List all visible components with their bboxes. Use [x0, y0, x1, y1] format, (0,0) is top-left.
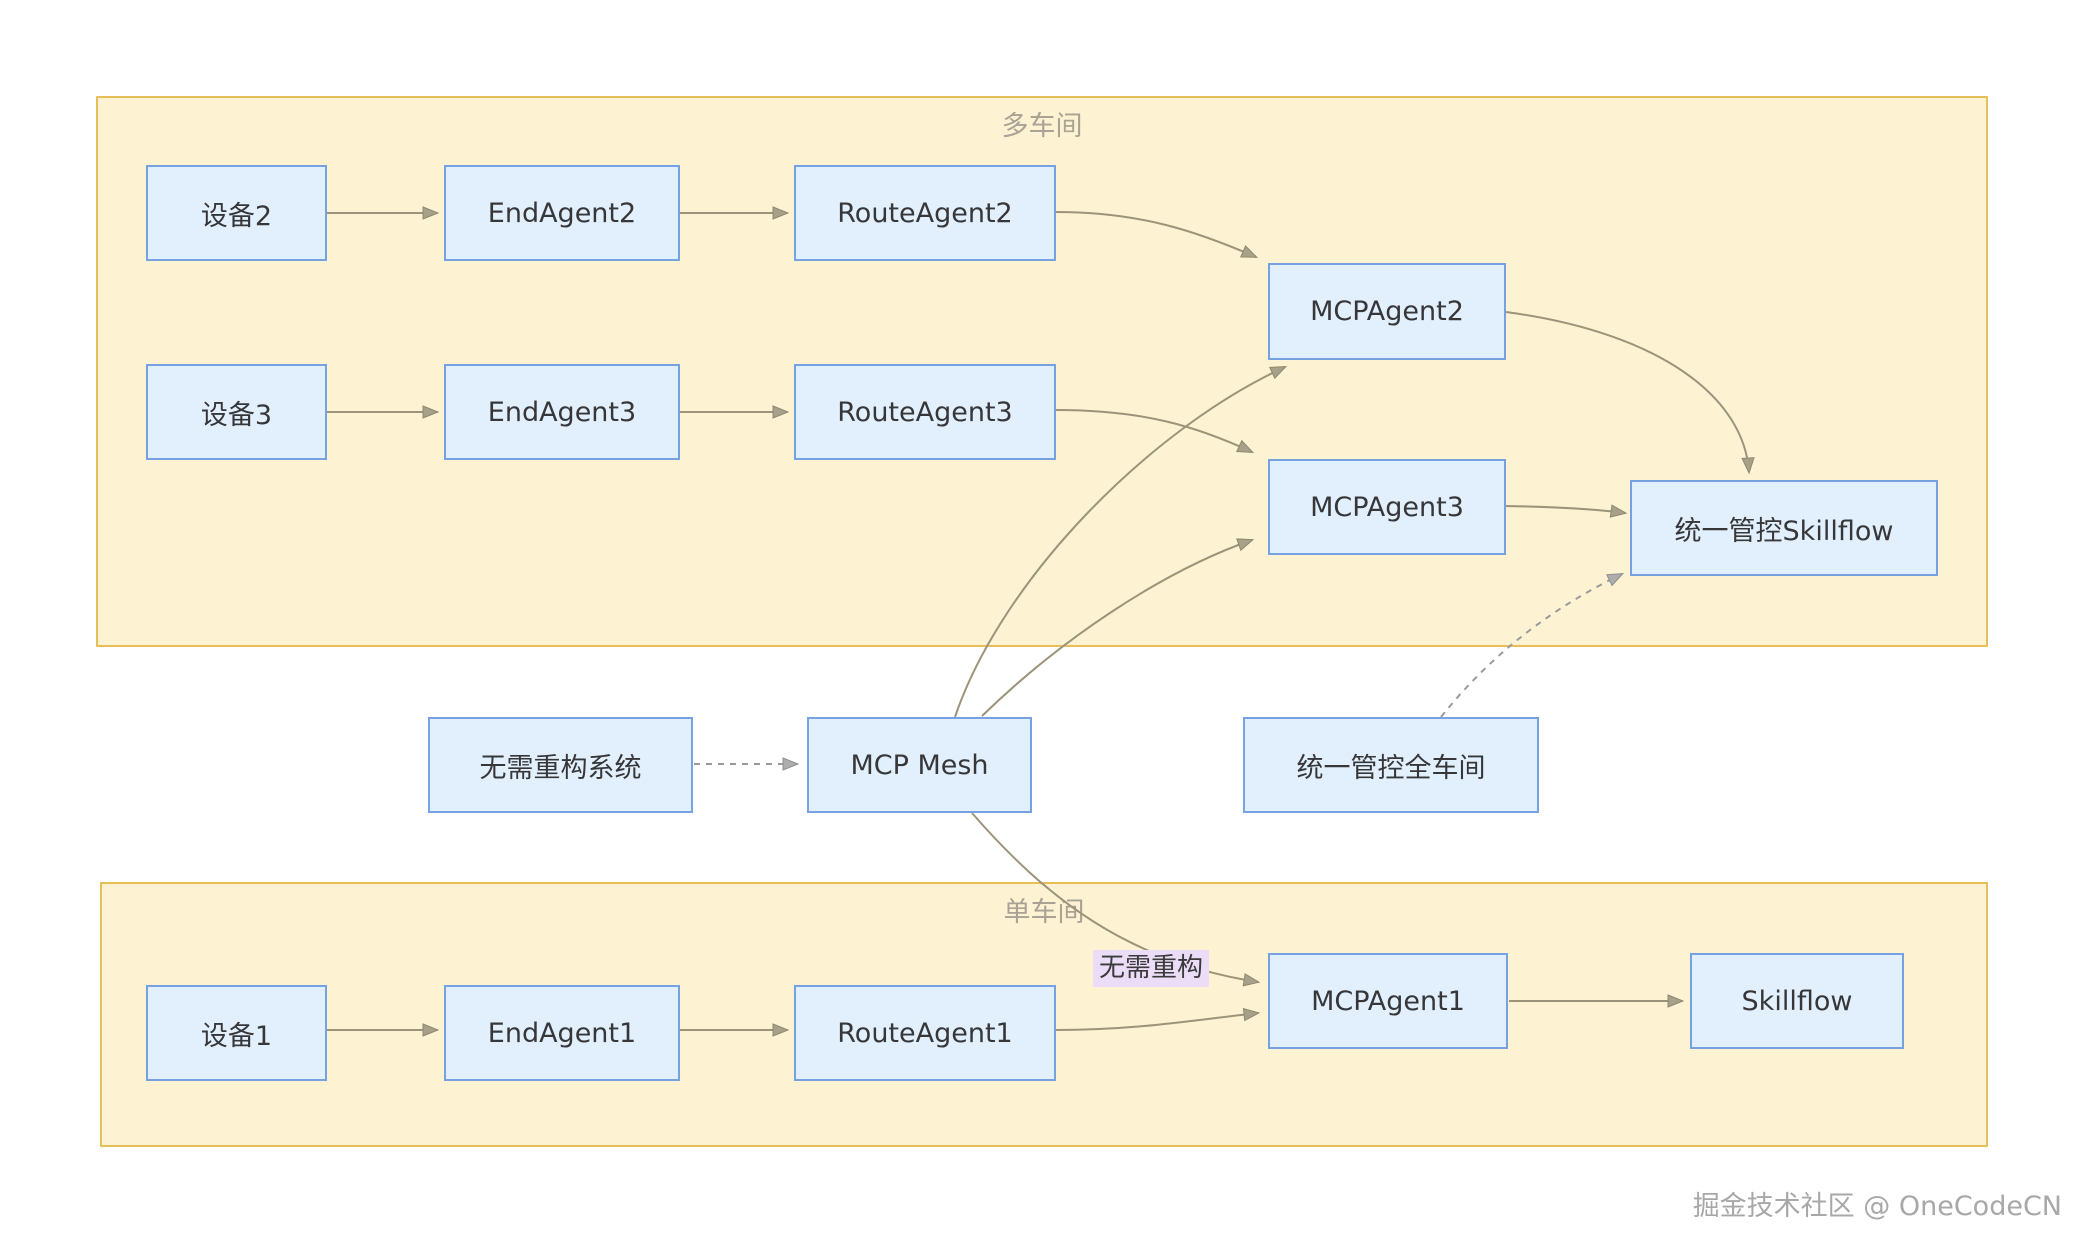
edge-unified-workshop-unified-skillflow [1440, 572, 1625, 718]
node-routeagent2: RouteAgent2 [794, 165, 1056, 261]
node-mcp-mesh: MCP Mesh [807, 717, 1032, 813]
node-mcpagent2: MCPAgent2 [1268, 263, 1506, 360]
node-unified-workshop: 统一管控全车间 [1243, 717, 1539, 813]
node-device1: 设备1 [146, 985, 327, 1081]
node-endagent3: EndAgent3 [444, 364, 680, 460]
node-unified-skillflow: 统一管控Skillflow [1630, 480, 1938, 576]
node-endagent2: EndAgent2 [444, 165, 680, 261]
node-device3: 设备3 [146, 364, 327, 460]
edge-routeagent3-mcpagent3 [1055, 409, 1255, 453]
node-norebuild-system: 无需重构系统 [428, 717, 693, 813]
edge-routeagent2-mcpagent2 [1055, 211, 1259, 258]
edge-mcpagent3-unified-skillflow [1505, 504, 1628, 518]
node-endagent1: EndAgent1 [444, 985, 680, 1081]
node-routeagent1: RouteAgent1 [794, 985, 1056, 1081]
node-skillflow: Skillflow [1690, 953, 1904, 1049]
edge-mcpagent2-unified-skillflow [1505, 311, 1755, 475]
node-routeagent3: RouteAgent3 [794, 364, 1056, 460]
node-device2: 设备2 [146, 165, 327, 261]
edge-mcpmesh-mcpagent1 [971, 812, 1261, 987]
group-label-multi-workshop: 多车间 [1001, 111, 1083, 142]
edge-label-norebuild: 无需重构 [1093, 950, 1210, 988]
edge-mcpmesh-mcpagent2 [954, 366, 1288, 718]
edge-mcpmesh-mcpagent3 [981, 538, 1255, 717]
node-mcpagent1: MCPAgent1 [1268, 953, 1508, 1049]
edge-routeagent1-mcpagent1 [1055, 1007, 1261, 1031]
node-mcpagent3: MCPAgent3 [1268, 459, 1506, 555]
group-label-single-workshop: 单车间 [1003, 897, 1085, 928]
watermark-text: 掘金技术社区 @ OneCodeCN [1692, 1191, 2062, 1222]
